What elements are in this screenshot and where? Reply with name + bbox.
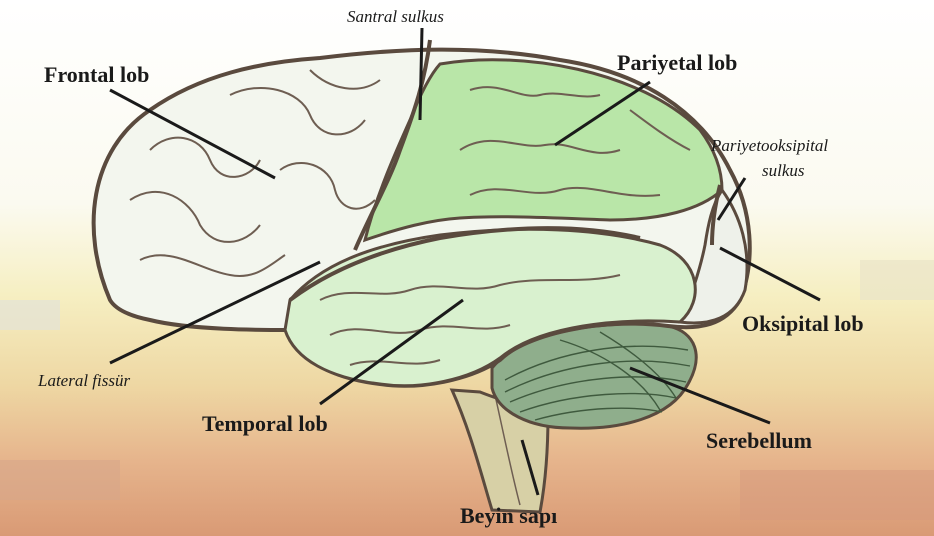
pixel-noise-3	[0, 460, 120, 500]
label-serebellum: Serebellum	[706, 428, 812, 454]
label-santral-sulkus: Santral sulkus	[347, 7, 444, 27]
label-temporal-lob: Temporal lob	[202, 411, 328, 437]
label-pariyetooksipital-line2: sulkus	[762, 161, 805, 181]
label-beyin-sapi: Beyin sapı	[460, 503, 557, 529]
pixel-noise-1	[0, 300, 60, 330]
label-pariyetooksipital-line1: Pariyetooksipital	[711, 136, 828, 156]
label-lateral-fissur: Lateral fissür	[38, 371, 130, 391]
label-frontal-lob: Frontal lob	[44, 62, 149, 88]
pixel-noise-2	[860, 260, 934, 300]
label-oksipital-lob: Oksipital lob	[742, 311, 864, 337]
label-pariyetal-lob: Pariyetal lob	[617, 50, 737, 76]
pixel-noise-4	[740, 470, 934, 520]
leader-santral	[420, 28, 422, 120]
